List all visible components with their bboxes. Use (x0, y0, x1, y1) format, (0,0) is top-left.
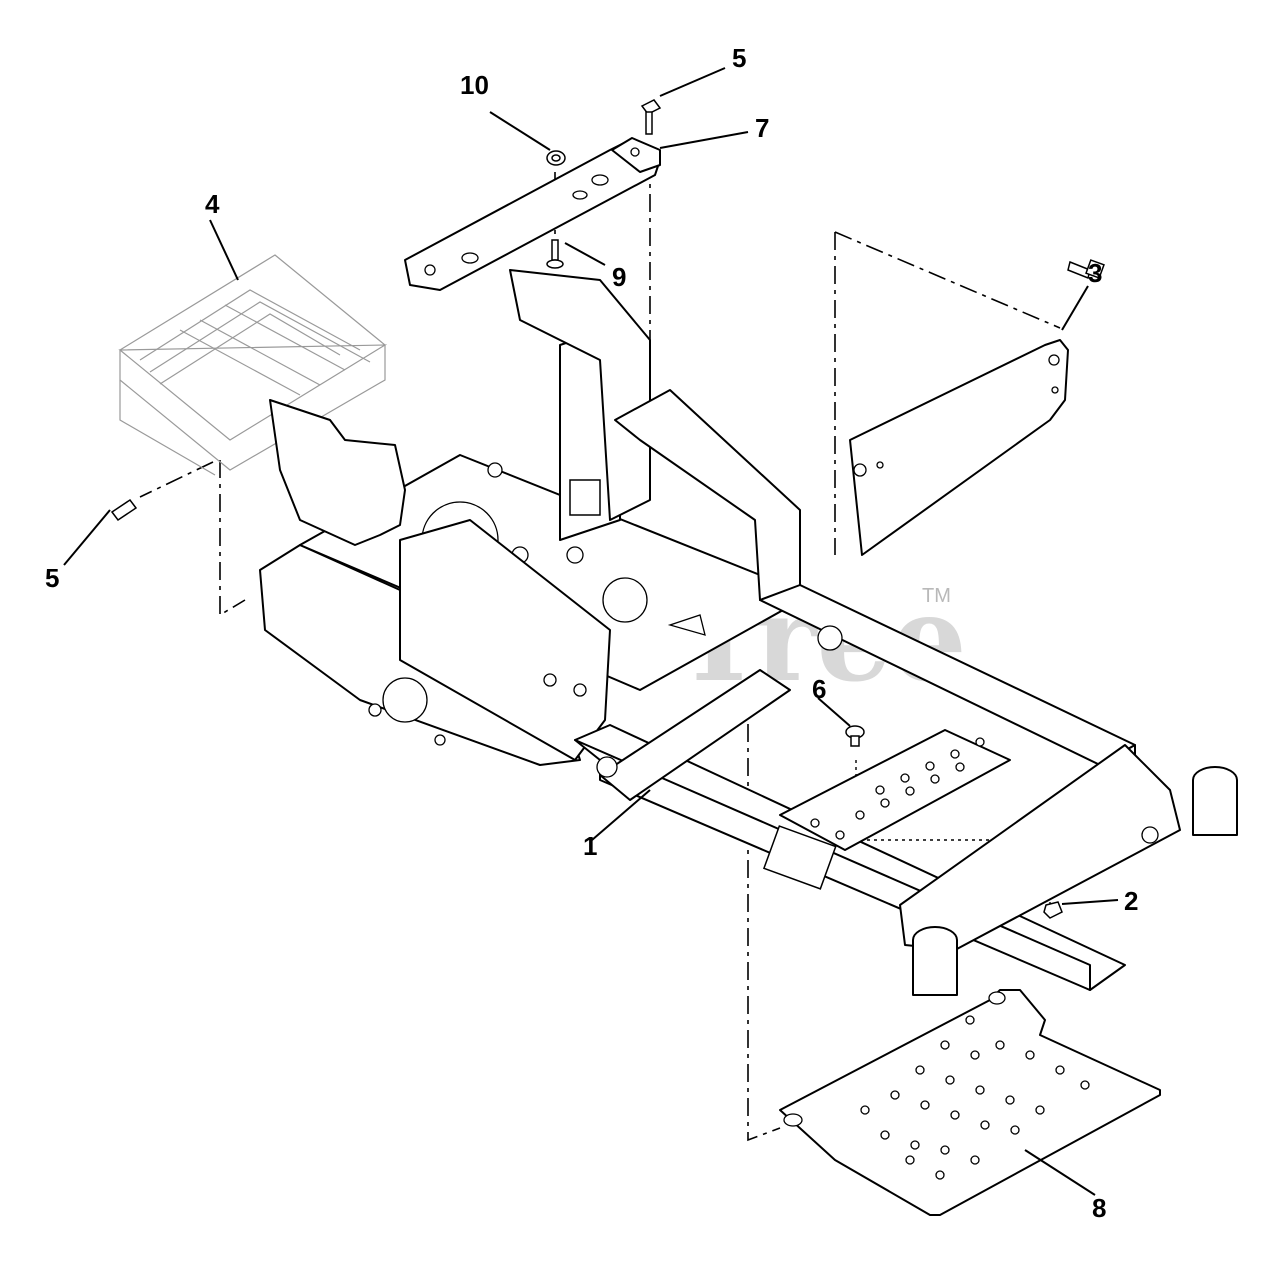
hardware (110, 99, 1063, 919)
callouts: 1 2 3 4 5 5 6 7 8 9 10 (45, 43, 1138, 1223)
callout-2: 2 (1124, 886, 1138, 916)
callout-3: 3 (1088, 258, 1102, 288)
callout-5-top: 5 (732, 43, 746, 73)
part-3-side-shield (849, 259, 1105, 556)
part-7-top-bracket (404, 137, 661, 291)
callout-7: 7 (755, 113, 769, 143)
callout-5-left: 5 (45, 563, 59, 593)
part-4-console (118, 254, 388, 476)
callout-9: 9 (612, 262, 626, 292)
part-8-foot-plate (779, 989, 1161, 1216)
floor-perforations (810, 737, 985, 840)
leader-lines (63, 67, 1119, 1196)
callout-8: 8 (1092, 1193, 1106, 1223)
watermark-trademark: TM (922, 585, 951, 607)
callout-10: 10 (460, 70, 489, 100)
callout-6: 6 (812, 674, 826, 704)
callout-4: 4 (205, 189, 220, 219)
callout-1: 1 (583, 831, 597, 861)
part-1-main-frame (259, 269, 1238, 996)
foot-plate-holes (860, 1015, 1090, 1180)
